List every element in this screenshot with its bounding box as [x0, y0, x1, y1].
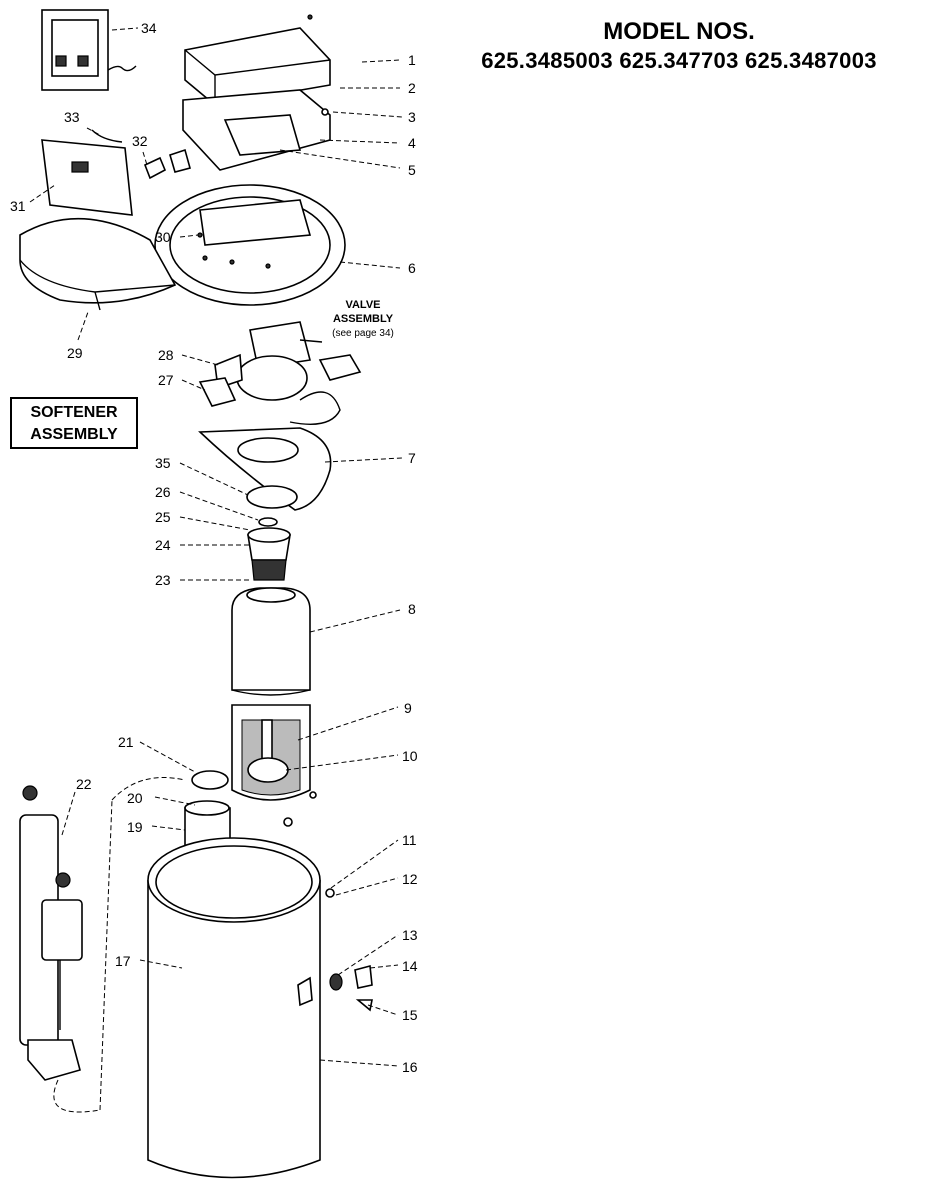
callout-24: 24: [155, 537, 171, 553]
brine-valve-float-part: [19, 777, 186, 1113]
callout-25: 25: [155, 509, 171, 525]
callout-23: 23: [155, 572, 171, 588]
salt-lid-part: [19, 217, 177, 311]
tank-cutaway-part: [231, 704, 311, 801]
adapter-plate-part: [198, 427, 332, 511]
valve-label-line1: VALVE: [345, 299, 380, 311]
model-numbers: 625.3485003 625.347703 625.3487003: [481, 48, 877, 73]
callout-16: 16: [402, 1059, 418, 1075]
callout-10: 10: [402, 748, 418, 764]
callout-7: 7: [408, 450, 416, 466]
callout-21: 21: [118, 734, 134, 750]
callout-33: 33: [64, 109, 80, 125]
faceplate-part: [41, 139, 133, 216]
salt-tank-part: [147, 791, 321, 1179]
valve-label-line3: (see page 34): [332, 328, 394, 339]
callout-1: 1: [408, 52, 416, 68]
callout-6: 6: [408, 260, 416, 276]
softener-assembly-label: SOFTENER ASSEMBLY: [10, 397, 138, 449]
small-connectors-part: [91, 129, 191, 180]
callout-9: 9: [404, 700, 412, 716]
callout-34: 34: [141, 20, 157, 36]
callout-13: 13: [402, 927, 418, 943]
bracket-part: [198, 377, 237, 407]
callout-22: 22: [76, 776, 92, 792]
fittings-part: [325, 888, 373, 1012]
model-title: MODEL NOS.: [603, 18, 755, 45]
valve-assembly-part: [214, 321, 362, 425]
callout-28: 28: [158, 347, 174, 363]
callout-15: 15: [402, 1007, 418, 1023]
softener-label-line1: SOFTENER: [30, 404, 118, 421]
top-cover-part: [182, 14, 331, 171]
callout-31: 31: [10, 198, 26, 214]
lid-base-part: [154, 184, 346, 306]
callout-32: 32: [132, 133, 148, 149]
callout-4: 4: [408, 135, 416, 151]
softener-label-line2: ASSEMBLY: [30, 426, 118, 443]
callout-17: 17: [115, 953, 131, 969]
callout-19: 19: [127, 819, 143, 835]
callout-5: 5: [408, 162, 416, 178]
callout-14: 14: [402, 958, 418, 974]
callout-11: 11: [402, 832, 417, 848]
seal-stack-part: [246, 485, 298, 581]
callout-2: 2: [408, 80, 416, 96]
callout-26: 26: [155, 484, 171, 500]
callout-29: 29: [67, 345, 83, 361]
callout-leaders: [29, 27, 403, 1067]
transformer-part: [41, 9, 137, 91]
callout-3: 3: [408, 109, 416, 125]
callout-20: 20: [127, 790, 143, 806]
callout-numbers: 1 2 3 4 5 6 7 8 9 10 11 12 13 14 15 16 1…: [10, 20, 418, 1075]
valve-label-line2: ASSEMBLY: [333, 313, 394, 325]
callout-30: 30: [155, 229, 171, 245]
valve-assembly-label: VALVE ASSEMBLY (see page 34): [332, 299, 394, 339]
callout-12: 12: [402, 871, 418, 887]
callout-8: 8: [408, 601, 416, 617]
resin-tank-part: [231, 587, 311, 696]
callout-27: 27: [158, 372, 174, 388]
callout-35: 35: [155, 455, 171, 471]
